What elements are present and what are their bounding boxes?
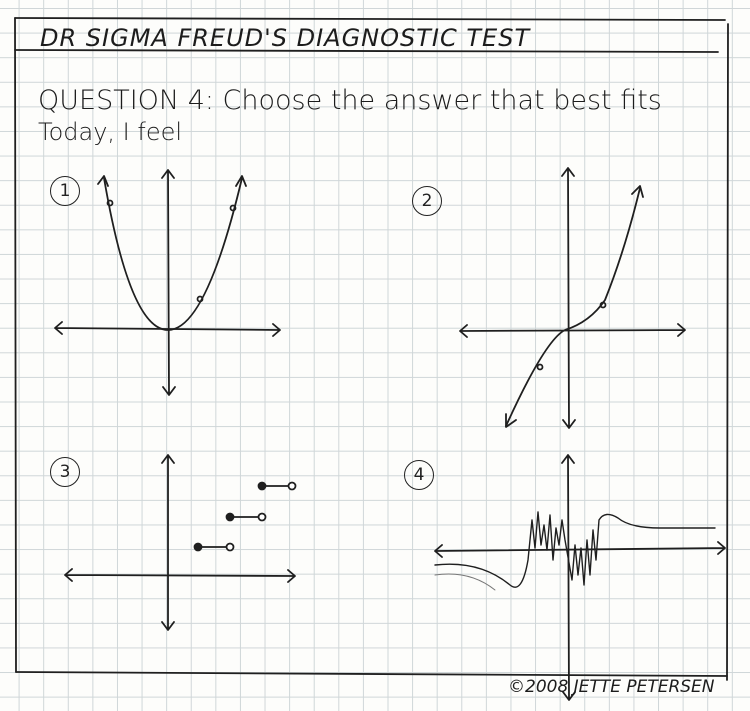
cubic-arrows — [505, 185, 644, 428]
parabola-curve — [103, 177, 243, 331]
graph-3 — [64, 454, 297, 631]
option-2-number: 2 — [412, 186, 442, 216]
graph-2-x-axis — [459, 323, 686, 338]
point — [106, 199, 114, 207]
parabola-arrows — [97, 175, 247, 187]
graph-2 — [459, 167, 686, 429]
closed-point — [225, 512, 235, 522]
frame — [14, 17, 729, 681]
option-1-number: 1 — [50, 176, 80, 206]
point — [599, 301, 607, 309]
option-3-number: 3 — [50, 457, 80, 487]
graph-4-y-axis — [561, 454, 576, 701]
point — [536, 363, 544, 371]
closed-point — [257, 481, 267, 491]
cubic-curve — [505, 187, 641, 427]
graph-1-y-axis — [161, 169, 176, 396]
question-prompt: Today, I feel — [38, 118, 183, 146]
closed-point — [193, 542, 203, 552]
graph-1-x-axis — [54, 321, 281, 337]
point — [229, 204, 237, 212]
frame-right — [726, 23, 729, 681]
graph-2-y-axis — [561, 167, 576, 429]
question-text: QUESTION 4: Choose the answer that best … — [38, 85, 662, 116]
frame-bottom — [15, 671, 728, 677]
erratic-tail — [434, 573, 496, 591]
point — [196, 295, 204, 303]
frame-top-line — [14, 17, 726, 21]
graph-4-x-axis — [434, 541, 726, 558]
open-point — [287, 481, 297, 491]
erratic-curve — [434, 511, 716, 588]
option-4-number: 4 — [404, 460, 434, 490]
graph-1 — [54, 169, 281, 396]
graph-3-x-axis — [64, 568, 296, 583]
open-point — [257, 512, 267, 522]
page-title: DR SIGMA FREUD'S DIAGNOSTIC TEST — [40, 24, 531, 52]
frame-left — [14, 17, 17, 673]
copyright-credit: ©2008 JETTE PETERSEN — [508, 677, 715, 697]
graph-3-y-axis — [161, 454, 175, 631]
step-function — [197, 485, 293, 548]
graph-4 — [434, 454, 726, 701]
title-divider — [14, 49, 719, 53]
open-point — [225, 542, 235, 552]
